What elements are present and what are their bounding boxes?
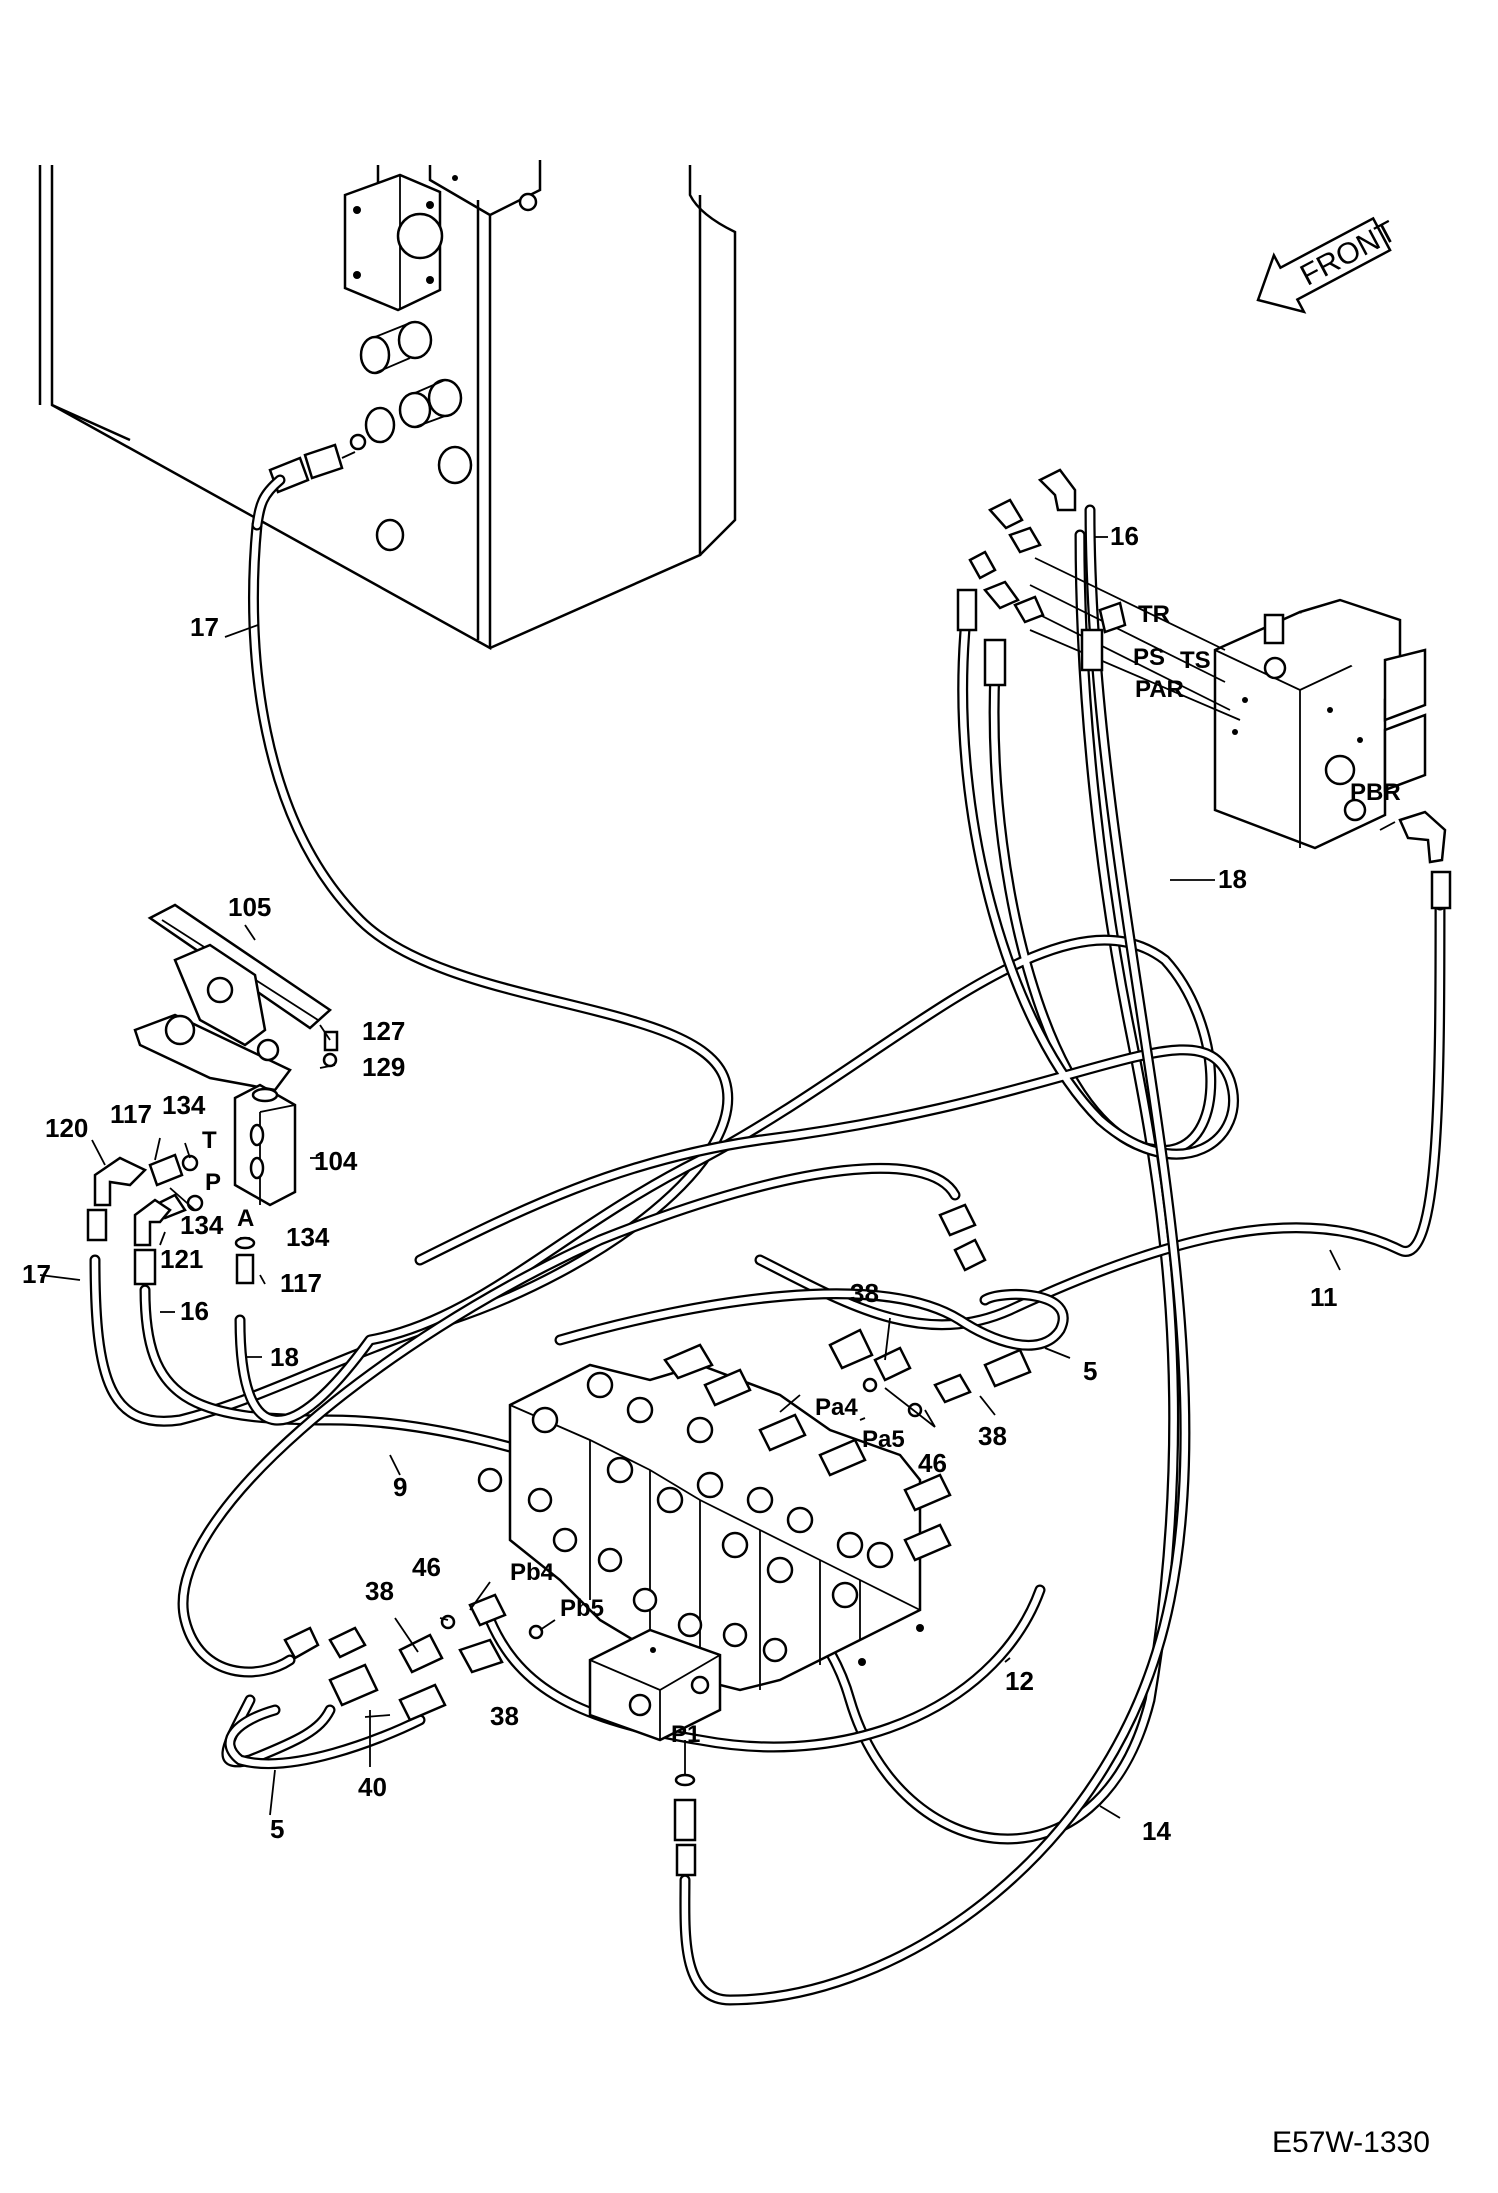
callout-14: 14 <box>1142 1816 1171 1846</box>
port-A: A <box>237 1205 254 1232</box>
p1-manifold <box>588 1628 722 1877</box>
brake-valve-block <box>1213 598 1447 864</box>
port-P: P <box>205 1169 221 1196</box>
port-TR: TR <box>1138 601 1170 628</box>
callout-120: 120 <box>45 1113 88 1143</box>
hydraulic-tank <box>38 160 737 651</box>
callout-134-c: 134 <box>286 1222 330 1252</box>
right-fittings <box>956 468 1452 910</box>
brake-valve-leaders <box>1029 557 1396 831</box>
callout-9: 9 <box>393 1472 407 1502</box>
callout-104: 104 <box>314 1146 358 1176</box>
callout-labels: 105 127 129 104 120 117 134 134 134 121 … <box>22 521 1338 1846</box>
callout-38-a: 38 <box>850 1278 879 1308</box>
port-Pa5: Pa5 <box>862 1426 905 1453</box>
port-P1: P1 <box>671 1721 700 1748</box>
callout-129: 129 <box>362 1052 405 1082</box>
port-labels: T P A TR TS PS PAR PBR Pa4 Pa5 Pb4 Pb5 P… <box>202 601 1401 1748</box>
fittings-38-46-40-lower <box>283 1593 544 1722</box>
callout-38-c: 38 <box>365 1576 394 1606</box>
port-T: T <box>202 1127 217 1154</box>
callout-leaders <box>39 536 1341 1819</box>
callout-16-b: 16 <box>180 1296 209 1326</box>
port-PAR: PAR <box>1135 676 1184 703</box>
callout-17-b: 17 <box>22 1259 51 1289</box>
tank-ports <box>349 175 538 552</box>
port-Pa4: Pa4 <box>815 1394 858 1421</box>
port-PBR: PBR <box>1350 779 1401 806</box>
callout-38-b: 38 <box>978 1421 1007 1451</box>
callout-117-b: 117 <box>280 1268 322 1298</box>
port-TS: TS <box>1180 647 1211 674</box>
callout-17-a: 17 <box>190 612 219 642</box>
callout-16-a: 16 <box>1110 521 1139 551</box>
hoses <box>89 474 1446 2006</box>
callout-105: 105 <box>228 892 271 922</box>
drawing-code: E57W-1330 <box>1272 2126 1430 2159</box>
callout-38-d: 38 <box>490 1701 519 1731</box>
callout-5-b: 5 <box>270 1814 284 1844</box>
callout-46-a: 46 <box>918 1448 947 1478</box>
callout-40: 40 <box>358 1772 387 1802</box>
port-PS: PS <box>1133 644 1165 671</box>
callout-134-b: 134 <box>180 1210 224 1240</box>
callout-127: 127 <box>362 1016 405 1046</box>
callout-18-a: 18 <box>1218 864 1247 894</box>
callout-134-a: 134 <box>162 1090 206 1120</box>
port-Pb5: Pb5 <box>560 1595 604 1622</box>
callout-117-a: 117 <box>110 1099 152 1129</box>
port-Pb4: Pb4 <box>510 1559 555 1586</box>
front-arrow: FRONT <box>1256 215 1402 314</box>
callout-18-b: 18 <box>270 1342 299 1372</box>
callout-11: 11 <box>1310 1282 1338 1312</box>
callout-121: 121 <box>160 1244 203 1274</box>
fittings-38-46-upper <box>828 1203 1032 1418</box>
foot-pedal-assembly <box>133 903 339 1092</box>
main-control-valve <box>477 1343 952 1692</box>
callout-12: 12 <box>1005 1666 1034 1696</box>
callout-5-a: 5 <box>1083 1356 1097 1386</box>
callout-46-b: 46 <box>412 1552 441 1582</box>
